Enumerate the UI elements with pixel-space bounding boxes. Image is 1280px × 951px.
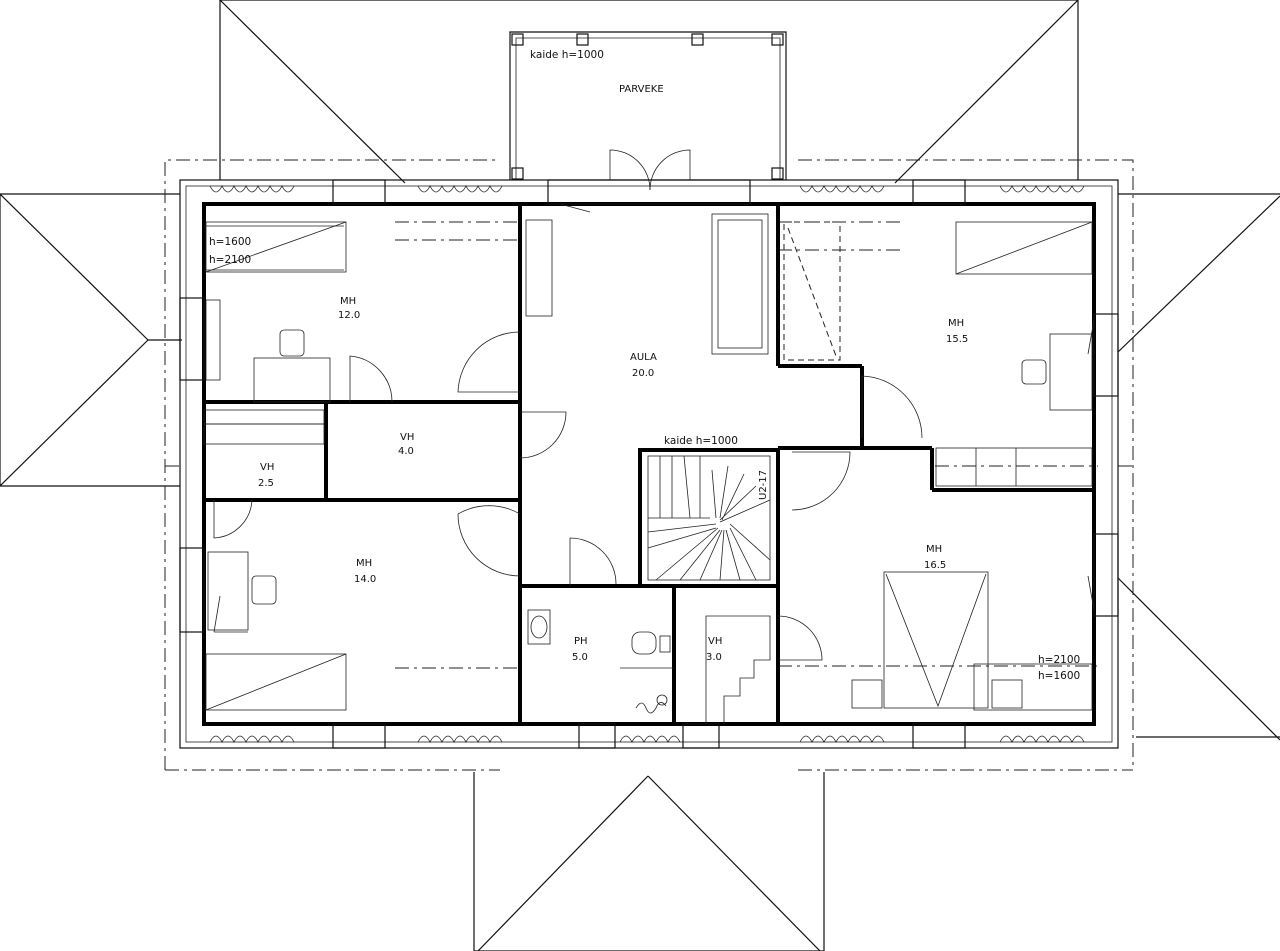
room-area: 16.5	[924, 560, 946, 571]
window-height-note: h=1600	[209, 236, 251, 248]
balcony-label: PARVEKE	[619, 84, 664, 95]
interior-walls	[204, 204, 1094, 724]
window-height-note: h=2100	[209, 254, 251, 266]
room-name: MH	[948, 318, 964, 329]
stair-railing-label: kaide h=1000	[664, 435, 738, 447]
room-name: MH	[340, 296, 356, 307]
room-name: VH	[400, 432, 414, 443]
stair: kaide h=1000 U2-17	[638, 435, 780, 588]
room-name: VH	[260, 462, 274, 473]
window-height-note: h=1600	[1038, 670, 1080, 682]
room-name: MH	[356, 558, 372, 569]
eave-outline	[164, 159, 1134, 771]
room-area: 2.5	[258, 478, 274, 489]
door-swings	[204, 203, 1095, 661]
room-area: 15.5	[946, 334, 968, 345]
room-name: AULA	[630, 352, 657, 363]
exterior-walls	[179, 179, 1119, 749]
room-area: 20.0	[632, 368, 654, 379]
room-name: PH	[574, 636, 588, 647]
furniture	[203, 213, 1093, 724]
room-area: 4.0	[398, 446, 414, 457]
window-height-notes: h=1600 h=2100 h=2100 h=1600	[209, 236, 1080, 682]
stair-code: U2-17	[758, 470, 769, 500]
room-area: 5.0	[572, 652, 588, 663]
room-area: 14.0	[354, 574, 376, 585]
room-labels: MH 12.0 MH 15.5 AULA 20.0 VH 4.0 VH 2.5 …	[258, 296, 968, 663]
room-area: 3.0	[706, 652, 722, 663]
window-height-note: h=2100	[1038, 654, 1080, 666]
balcony: kaide h=1000 PARVEKE	[509, 31, 787, 191]
room-name: VH	[708, 636, 722, 647]
room-name: MH	[926, 544, 942, 555]
balcony-railing-label: kaide h=1000	[530, 49, 604, 61]
room-area: 12.0	[338, 310, 360, 321]
